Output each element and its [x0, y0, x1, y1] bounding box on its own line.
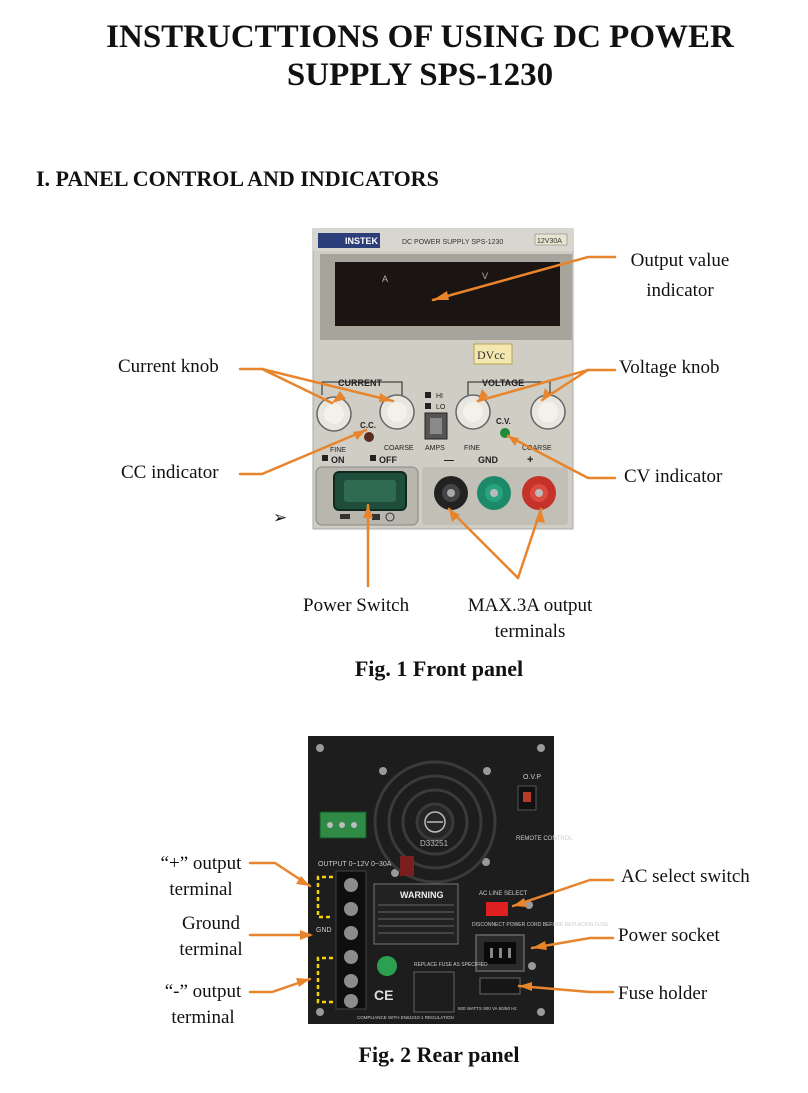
page-title-line1: INSTRUCTTIONS OF USING DC POWER — [106, 19, 734, 55]
coarse-label-1: COARSE — [384, 445, 414, 452]
minus-output-terminal-label: “-” output terminal — [148, 977, 258, 1033]
output-value-line2: indicator — [646, 280, 714, 301]
page-title: INSTRUCTTIONS OF USING DC POWER SUPPLY S… — [60, 18, 780, 94]
current-coarse-knob — [379, 394, 415, 430]
cv-label: C.V. — [496, 417, 511, 426]
model-line: DC POWER SUPPLY SPS-1230 — [402, 239, 503, 246]
minus-output-line2: terminal — [171, 1007, 235, 1028]
fig2-caption: Fig. 2 Rear panel — [358, 1042, 520, 1067]
red-terminal — [522, 476, 556, 510]
cv-indicator-label: CV indicator — [624, 466, 723, 487]
dvcc-tag: DVcc — [477, 348, 505, 362]
output-terminals-line1: MAX.3A output — [467, 595, 593, 616]
display-a: A — [382, 274, 388, 284]
fig1-caption: Fig. 1 Front panel — [354, 656, 524, 681]
plus-output-line1: “+” output — [160, 853, 242, 874]
ground-line1: Ground — [181, 913, 241, 934]
ovp-label: O.V.P — [523, 774, 541, 781]
cc-indicator-label: CC indicator — [121, 462, 219, 483]
cc-led — [364, 432, 374, 442]
amps-label: AMPS — [425, 445, 445, 452]
disconnect-label: DISCONNECT POWER CORD BEFORE REPLACING F… — [472, 922, 609, 928]
current-fine-knob — [316, 396, 352, 432]
voltage-fine-knob — [455, 394, 491, 430]
fine-label-1: FINE — [330, 447, 346, 454]
hi-label: HI — [436, 393, 443, 400]
fine-label-2: FINE — [464, 445, 480, 452]
output-value-indicator-label: Output value indicator — [615, 246, 745, 306]
fan-code: D33251 — [420, 839, 449, 848]
compliance-label: COMPLIANCE WITH EN61010-1 REGULATION — [357, 1015, 454, 1020]
replace-fuse-label: REPLACE FUSE AS SPECIFIED — [414, 962, 488, 968]
output-terminals-line2: terminals — [494, 621, 566, 642]
ce-mark: CE — [374, 987, 393, 1003]
ground-line2: terminal — [179, 939, 243, 960]
remote-control-label: REMOTE CONTROL — [516, 836, 573, 842]
coarse-label-2: COARSE — [522, 445, 552, 452]
plus-output-terminal-label: “+” output terminal — [146, 849, 256, 905]
ac-select-switch-label: AC select switch — [621, 866, 750, 887]
voltage-group-label: VOLTAGE — [482, 378, 524, 388]
warning-label: WARNING — [400, 890, 444, 900]
ac-select-switch — [486, 902, 508, 916]
output-value-line1: Output value — [630, 250, 730, 271]
cc-label: C.C. — [360, 421, 376, 430]
fuse-holder-label: Fuse holder — [618, 983, 708, 1004]
green-terminal — [477, 476, 511, 510]
display-v: V — [482, 271, 488, 281]
brand-logo — [318, 233, 380, 248]
gnd-label: GND — [478, 455, 499, 465]
output-rating: OUTPUT 0~12V 0~30A — [318, 861, 392, 868]
plus-label: + — [527, 454, 533, 466]
section-heading: I. PANEL CONTROL AND INDICATORS — [36, 166, 439, 191]
lo-label: LO — [436, 404, 446, 411]
ground-terminal-label: Ground terminal — [156, 909, 266, 965]
rear-gnd-label: GND — [316, 927, 332, 934]
output-terminals-label: MAX.3A output terminals — [452, 591, 608, 647]
voltage-knob-label: Voltage knob — [619, 357, 720, 378]
brand-text: INSTEK — [345, 236, 379, 246]
current-group-label: CURRENT — [338, 378, 383, 388]
plus-output-line2: terminal — [169, 879, 233, 900]
minus-label: — — [444, 455, 454, 466]
model-badge: 12V30A — [537, 238, 562, 245]
watts-label: 500 WATTS 900 VA 50/60 Hz — [458, 1006, 517, 1011]
black-terminal — [434, 476, 468, 510]
minus-output-line1: “-” output — [164, 981, 242, 1002]
power-socket-label: Power socket — [618, 925, 720, 946]
bullet-arrow-icon: ➢ — [273, 508, 288, 527]
off-label: OFF — [379, 455, 397, 465]
power-switch-label: Power Switch — [303, 595, 410, 616]
current-knob-label: Current knob — [118, 356, 219, 377]
cooling-fan — [373, 760, 497, 884]
ac-line-select-label: AC LINE SELECT — [479, 891, 528, 897]
page-title-line2: SUPPLY SPS-1230 — [286, 57, 554, 93]
on-label: ON — [331, 455, 345, 465]
